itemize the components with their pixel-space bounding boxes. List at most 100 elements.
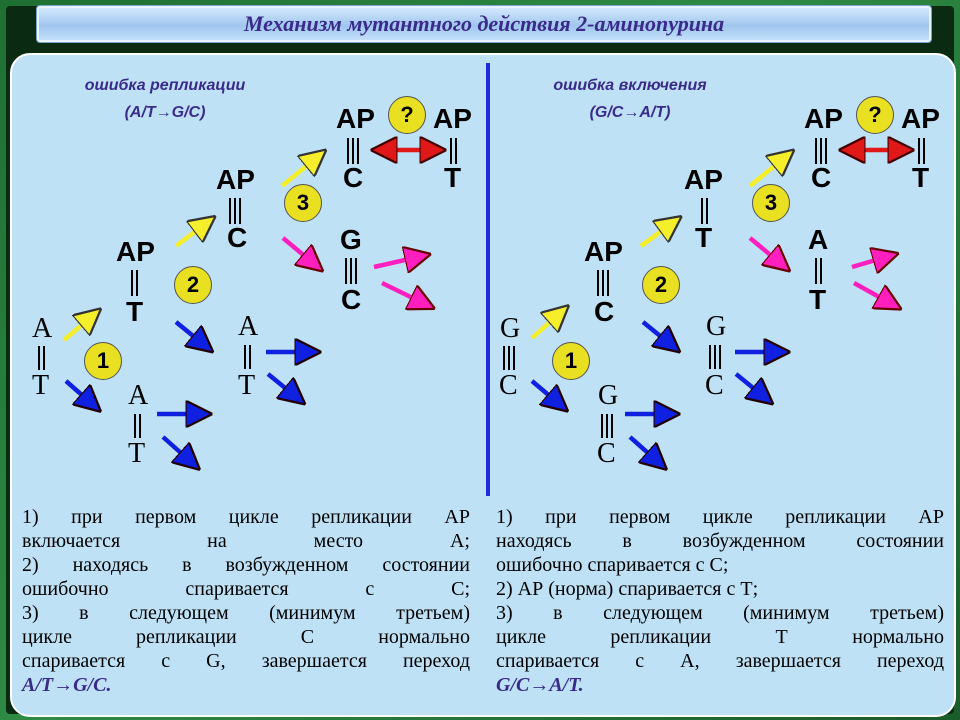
base-C: C [227, 222, 248, 253]
arrow-blue [734, 372, 763, 396]
left-desc-line: спаривается с G, завершается переход [22, 650, 470, 672]
title-bar: Механизм мутантного действия 2-аминопури… [36, 5, 932, 43]
triple-bond [601, 414, 613, 438]
left-desc-line: 2) находясь в возбужденном состоянии [22, 554, 470, 576]
right-desc-line: находясь в возбужденном состоянии [496, 530, 944, 552]
triple-bond [709, 345, 721, 369]
right-caption-subtitle: (G/C→A/T) [589, 104, 671, 121]
double-bond [244, 345, 251, 369]
base-G: G [706, 311, 727, 342]
arrow-blue [641, 320, 670, 344]
ap-label: AP [584, 236, 623, 267]
arrow-blue [266, 372, 295, 396]
triple-bond [597, 270, 609, 296]
right-desc-line: ошибочно спаривается с С; [496, 554, 729, 576]
left-desc-conclusion: A/T→G/C. [22, 674, 112, 696]
left-desc-line: 1) при первом цикле репликации АР [22, 506, 470, 528]
base-A: A [32, 313, 53, 344]
ap-label: AP [804, 103, 843, 134]
right-caption-title: ошибка включения [553, 77, 707, 94]
step-1-badge: 1 [552, 342, 590, 380]
right-desc-conclusion: G/C→A/T. [496, 674, 584, 696]
base-T: T [695, 222, 713, 253]
arrow-yellow [280, 158, 316, 188]
arrow-pink [381, 280, 423, 303]
base-C: C [343, 162, 364, 193]
left-desc-line: включается на место А; [22, 530, 470, 552]
base-C: C [341, 284, 362, 315]
base-T: T [238, 370, 256, 401]
base-A: A [238, 311, 259, 342]
step-1-badge: 1 [84, 342, 122, 380]
triple-bond [503, 346, 515, 370]
arrow-yellow [530, 314, 559, 340]
base-C: C [594, 296, 615, 327]
divider-line [486, 63, 490, 496]
arrow-blue [161, 435, 190, 461]
arrow-yellow [639, 224, 671, 248]
double-bond [134, 414, 141, 438]
base-T: T [912, 162, 930, 193]
right-desc-line: 2) АР (норма) спаривается с Т; [496, 578, 759, 600]
arrow-pink [281, 236, 313, 263]
double-bond [701, 198, 708, 224]
arrow-blue [530, 379, 558, 403]
arrow-pink [748, 236, 780, 263]
base-C: C [705, 370, 724, 401]
arrow-yellow [748, 158, 784, 188]
step-3-badge: 3 [752, 184, 790, 222]
question-badge: ? [388, 96, 426, 134]
arrow-yellow [174, 224, 205, 248]
base-G: G [500, 313, 521, 344]
base-T: T [809, 284, 827, 315]
content-panel [10, 53, 956, 717]
arrow-pink [852, 281, 890, 303]
ap-label: AP [433, 103, 472, 134]
right-desc-line: 1) при первом цикле репликации АР [496, 506, 944, 528]
slide-title: Механизм мутантного действия 2-аминопури… [243, 11, 725, 36]
double-bond [38, 346, 45, 370]
base-C: C [499, 370, 518, 401]
base-A: A [808, 224, 829, 255]
triple-bond [345, 258, 357, 284]
ap-label: AP [901, 103, 940, 134]
right-desc-line: 3) в следующем (минимум третьем) [496, 602, 944, 624]
double-bond [815, 258, 822, 284]
arrow-blue [64, 379, 91, 403]
double-bond [450, 138, 457, 164]
arrow-blue [174, 320, 203, 344]
double-bond [918, 138, 925, 164]
base-T: T [126, 296, 144, 327]
base-C: C [597, 438, 616, 469]
ap-label: AP [336, 103, 375, 134]
ap-label: AP [216, 164, 255, 195]
arrow-pink [851, 257, 886, 267]
right-desc-line: цикле репликации Т нормально [496, 626, 944, 648]
base-A: A [128, 380, 149, 411]
triple-bond [815, 138, 827, 164]
triple-bond [347, 138, 359, 164]
base-G: G [598, 380, 619, 411]
step-3-badge: 3 [284, 184, 322, 222]
ap-label: AP [684, 164, 723, 195]
left-caption-subtitle: (A/T→G/C) [124, 104, 206, 121]
arrow-blue [628, 435, 657, 461]
triple-bond [229, 198, 241, 224]
arrow-yellow [62, 317, 91, 342]
double-bond [131, 270, 138, 296]
step-2-badge: 2 [174, 266, 212, 304]
base-G: G [340, 224, 362, 255]
arrow-pink [373, 257, 418, 267]
base-T: T [32, 370, 50, 401]
step-2-badge: 2 [642, 266, 680, 304]
right-desc-line: спаривается с А, завершается переход [496, 650, 944, 672]
left-caption-title: ошибка репликации [84, 77, 246, 94]
base-T: T [128, 438, 146, 469]
ap-label: AP [116, 236, 155, 267]
left-desc-line: ошибочно спаривается с С; [22, 578, 470, 600]
left-desc-line: 3) в следующем (минимум третьем) [22, 602, 470, 624]
base-T: T [444, 162, 462, 193]
right-description: 1) при первом цикле репликации АР находя… [496, 505, 944, 697]
question-badge: ? [856, 96, 894, 134]
